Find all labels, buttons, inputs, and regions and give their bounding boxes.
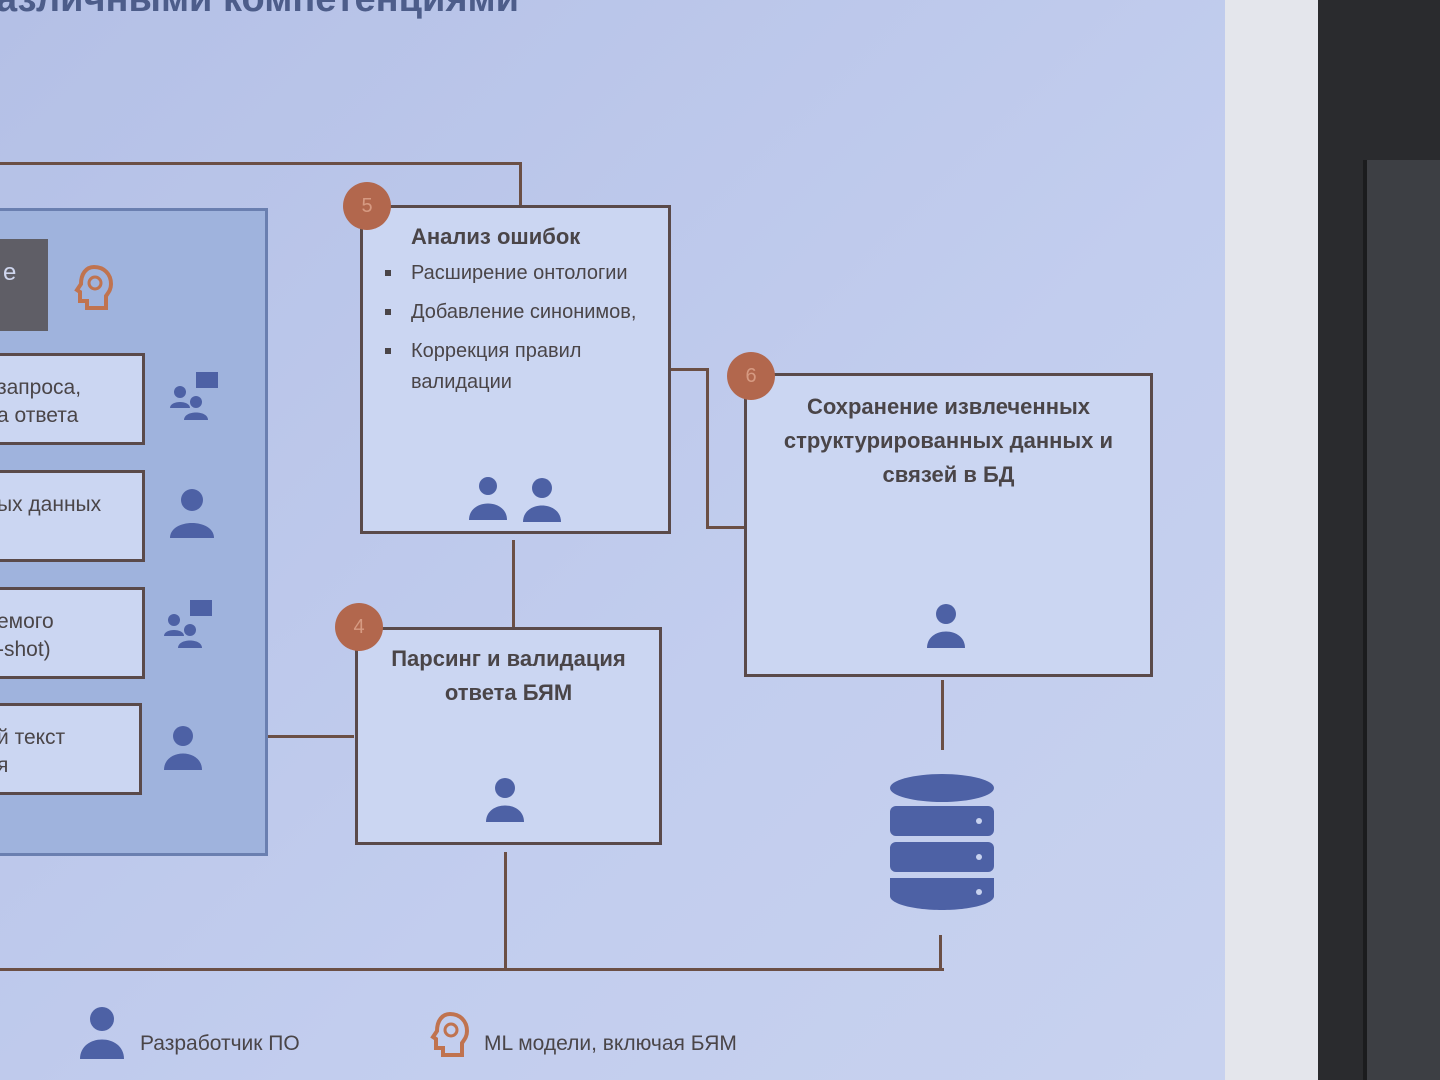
box-text: емого -shot) xyxy=(0,610,54,661)
monitor-screen xyxy=(1363,160,1440,1080)
connector xyxy=(0,162,522,165)
bottom-connector xyxy=(0,968,944,971)
step6-save-box: Сохранение извлеченных структурированных… xyxy=(744,373,1153,677)
step4-number-badge: 4 xyxy=(335,603,383,651)
wall xyxy=(1225,0,1320,1080)
step6-number-badge: 6 xyxy=(727,352,775,400)
arrow-to-database xyxy=(941,680,944,750)
database-icon xyxy=(890,774,994,910)
legend-developer-label: Разработчик ПО xyxy=(140,1032,300,1055)
team-question-icon xyxy=(164,600,212,648)
box-text: запроса, а ответа xyxy=(0,376,82,427)
developer-icon xyxy=(523,478,561,522)
bullet-item: Расширение онтологии xyxy=(381,258,648,289)
engineer-icon xyxy=(170,489,214,538)
ml-brain-icon xyxy=(74,264,114,310)
slide: азличными компетенциями e запроса, а отв… xyxy=(0,0,1225,1080)
box-text: й текст я xyxy=(0,726,66,777)
left-step-box-3: емого -shot) xyxy=(0,587,145,679)
arrow-to-step6 xyxy=(706,368,709,528)
step5-number-badge: 5 xyxy=(343,182,391,230)
left-step-box-4: й текст я xyxy=(0,703,142,795)
panel-header: e xyxy=(0,239,48,331)
box-text: ых данных xyxy=(0,493,102,516)
left-step-box-2: ых данных xyxy=(0,470,145,562)
arrow-to-step4-bottom xyxy=(504,852,507,970)
monitor-frame xyxy=(1318,0,1440,1080)
arrow-to-step6 xyxy=(671,368,709,371)
team-question-icon xyxy=(170,372,218,420)
arrow-to-step5 xyxy=(512,540,515,628)
step6-title: Сохранение извлеченных структурированных… xyxy=(783,394,1114,487)
step5-bullets: Расширение онтологии Добавление синонимо… xyxy=(381,258,668,398)
bullet-item: Добавление синонимов, xyxy=(381,297,648,328)
developer-legend-icon xyxy=(80,1007,124,1059)
engineer-icon xyxy=(469,477,507,520)
step5-title: Анализ ошибок xyxy=(411,224,581,249)
left-step-box-1: запроса, а ответа xyxy=(0,353,145,445)
arrow-to-database-bottom xyxy=(939,935,942,971)
step4-parsing-box: Парсинг и валидация ответа БЯМ xyxy=(355,627,662,845)
slide-title: азличными компетенциями xyxy=(0,0,519,21)
step5-error-analysis-box: Анализ ошибок Расширение онтологии Добав… xyxy=(360,205,671,534)
arrow-to-step6 xyxy=(706,526,744,529)
ml-brain-legend-icon xyxy=(430,1011,470,1057)
arrow-to-step4 xyxy=(268,735,354,738)
bullet-item: Коррекция правил валидации xyxy=(381,336,648,398)
connector xyxy=(519,162,522,208)
step4-title: Парсинг и валидация ответа БЯМ xyxy=(391,646,626,705)
legend-ml-label: ML модели, включая БЯМ xyxy=(484,1032,737,1055)
developer-icon xyxy=(164,726,202,770)
developer-icon xyxy=(927,604,965,648)
developer-icon xyxy=(486,778,524,822)
